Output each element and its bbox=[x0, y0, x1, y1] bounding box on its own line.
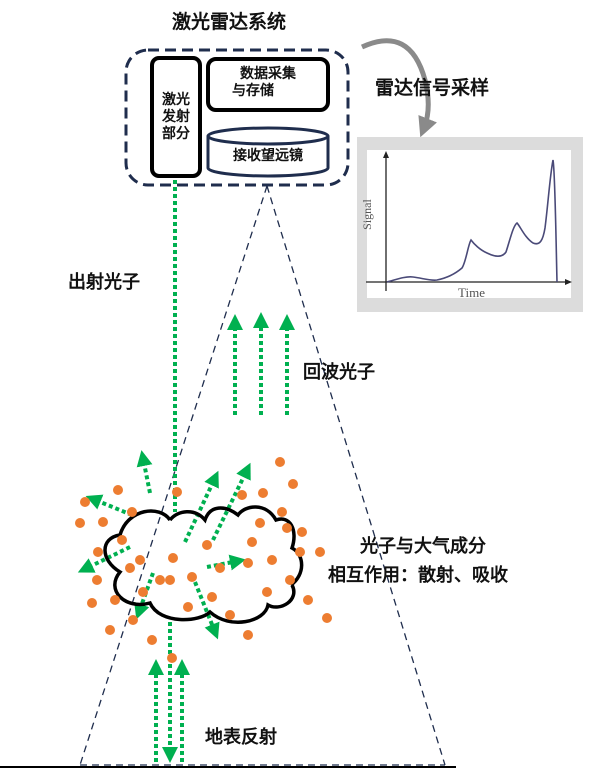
plot-ylabel: Signal bbox=[359, 199, 374, 230]
particle bbox=[187, 572, 197, 582]
telescope-cylinder bbox=[206, 126, 330, 178]
sampling-arrow-icon bbox=[360, 38, 437, 138]
plot-xlabel: Time bbox=[458, 285, 485, 300]
storage-label-line: 数据采集 bbox=[240, 66, 296, 82]
emitter-label-line: 激光 bbox=[162, 92, 190, 108]
particle bbox=[262, 587, 272, 597]
storage-label-line: 与存储 bbox=[232, 83, 274, 99]
particle bbox=[125, 563, 135, 573]
system-title: 激光雷达系统 bbox=[172, 11, 287, 33]
scatter-arrow bbox=[211, 462, 251, 541]
scatter-arrow bbox=[183, 470, 219, 543]
particle bbox=[117, 535, 127, 545]
particle bbox=[165, 575, 175, 585]
data-storage-box bbox=[206, 57, 330, 112]
particle bbox=[93, 547, 103, 557]
lidar-system-frame bbox=[124, 48, 350, 187]
particle bbox=[225, 610, 235, 620]
particle bbox=[110, 595, 120, 605]
signal-plot bbox=[357, 137, 583, 312]
particle bbox=[243, 558, 253, 568]
particle bbox=[172, 487, 182, 497]
ground-reflection-label: 地表反射 bbox=[205, 727, 277, 748]
telescope-label: 接收望远镜 bbox=[233, 148, 303, 164]
particle bbox=[258, 488, 268, 498]
cloud-icon bbox=[103, 505, 304, 624]
interaction-line: 相互作用：散射、吸收 bbox=[328, 565, 508, 586]
interaction-label: 光子与大气成分 相互作用：散射、吸收 bbox=[328, 532, 508, 590]
laser-emitter-box bbox=[150, 56, 202, 178]
emitter-label-line: 发射 bbox=[162, 109, 190, 125]
particle bbox=[207, 592, 217, 602]
particle bbox=[297, 527, 307, 537]
outgoing-photon-label: 出射光子 bbox=[68, 272, 140, 293]
particle bbox=[255, 518, 265, 528]
particle bbox=[80, 497, 90, 507]
particle bbox=[282, 523, 292, 533]
sampling-label: 雷达信号采样 bbox=[375, 77, 490, 99]
particle bbox=[105, 625, 115, 635]
particle bbox=[98, 517, 108, 527]
particle bbox=[215, 563, 225, 573]
particle bbox=[127, 507, 137, 517]
particle bbox=[155, 575, 165, 585]
particle bbox=[87, 598, 97, 608]
particle bbox=[277, 507, 287, 517]
particle bbox=[75, 518, 85, 528]
particle bbox=[322, 613, 332, 623]
scatter-arrow bbox=[136, 450, 153, 494]
emitter-label-line: 部分 bbox=[162, 126, 190, 142]
particle bbox=[303, 595, 313, 605]
particle bbox=[285, 575, 295, 585]
particle bbox=[138, 587, 148, 597]
scatter-arrow bbox=[193, 581, 220, 640]
particle bbox=[237, 490, 247, 500]
echo-photon-label: 回波光子 bbox=[303, 362, 375, 383]
particle bbox=[128, 615, 138, 625]
particle bbox=[113, 485, 123, 495]
particle bbox=[243, 630, 253, 640]
interaction-line: 光子与大气成分 bbox=[360, 536, 486, 557]
particle bbox=[288, 479, 298, 489]
particle bbox=[275, 457, 285, 467]
particle bbox=[183, 602, 193, 612]
particle bbox=[202, 540, 212, 550]
particle bbox=[267, 555, 277, 565]
signal-curve bbox=[386, 159, 558, 283]
scatter-arrow bbox=[85, 494, 133, 517]
storage-label: 数据采集 与存储 bbox=[208, 66, 328, 100]
particle bbox=[295, 547, 305, 557]
emitter-label: 激光 发射 部分 bbox=[152, 92, 200, 143]
particle bbox=[147, 635, 157, 645]
particle bbox=[315, 547, 325, 557]
particle bbox=[247, 537, 257, 547]
particle bbox=[168, 553, 178, 563]
particle bbox=[167, 653, 177, 663]
particle bbox=[92, 575, 102, 585]
aerosol-particles bbox=[75, 457, 332, 663]
particle bbox=[135, 555, 145, 565]
scatter-arrow bbox=[77, 545, 131, 573]
